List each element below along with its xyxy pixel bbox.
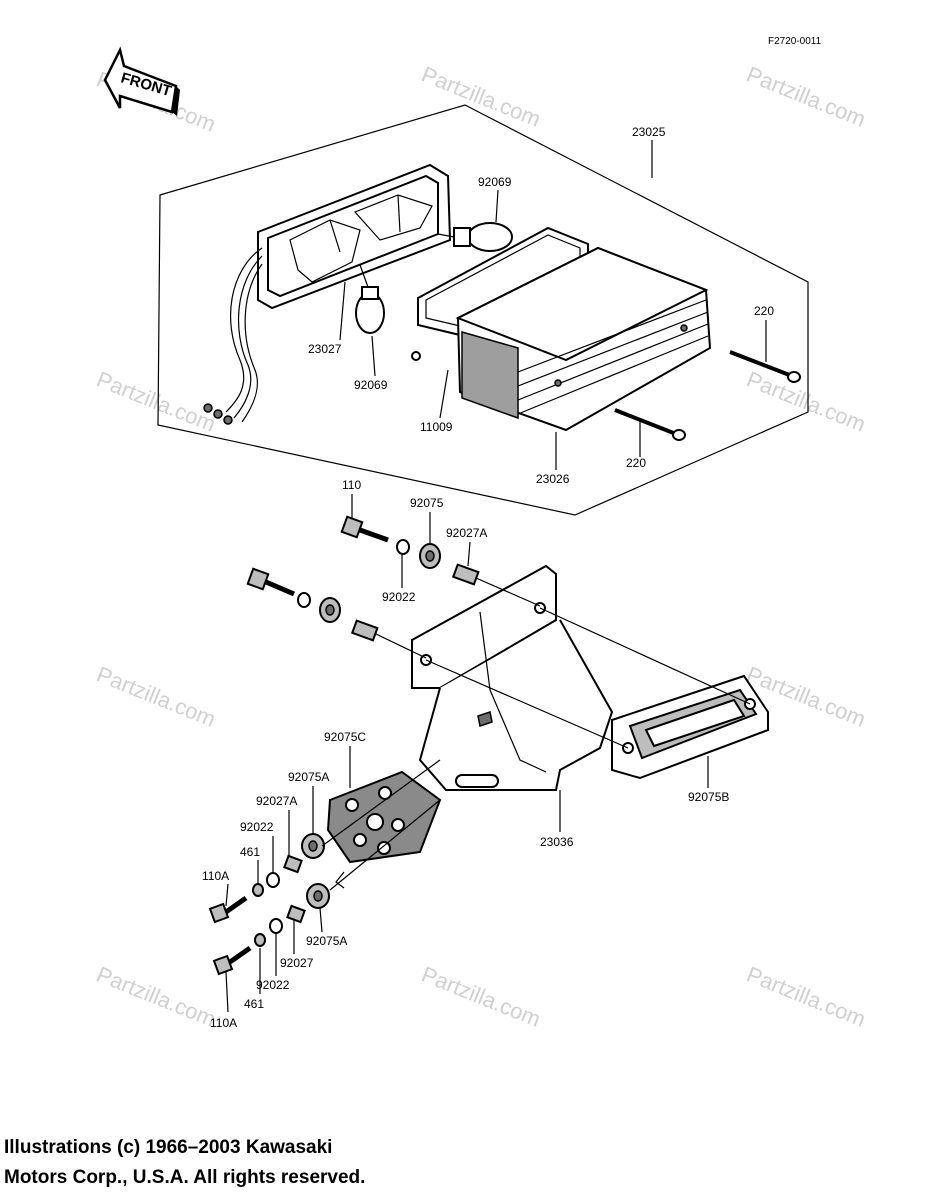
label-23027: 23027 bbox=[308, 342, 342, 356]
grommet-92075-upper bbox=[419, 543, 441, 569]
washer-92022-mid bbox=[266, 872, 280, 888]
washer-461-upper bbox=[252, 883, 264, 897]
bolt-110 bbox=[340, 515, 389, 543]
assembly-outline-23025 bbox=[157, 104, 809, 516]
watermark: Partzilla.com bbox=[93, 961, 219, 1031]
bolt-unlabeled bbox=[246, 567, 295, 597]
label-92022-bottom: 92022 bbox=[256, 978, 290, 992]
label-23026: 23026 bbox=[536, 472, 570, 486]
label-220-bottom: 220 bbox=[626, 456, 646, 470]
bulb-92069-upper bbox=[437, 222, 513, 252]
label-23036: 23036 bbox=[540, 835, 574, 849]
copyright-line-2: Motors Corp., U.S.A. All rights reserved… bbox=[4, 1167, 366, 1188]
collar-92027A-lower bbox=[283, 854, 303, 874]
collar-unlabeled bbox=[350, 619, 379, 642]
label-92069-bottom: 92069 bbox=[354, 378, 388, 392]
label-92075C: 92075C bbox=[324, 730, 366, 744]
collar-92027 bbox=[286, 904, 306, 924]
rubber-pad-92075C bbox=[326, 770, 442, 864]
washer-461-lower bbox=[254, 933, 266, 947]
grommet-92075A-upper bbox=[301, 833, 325, 859]
bracket-23036 bbox=[411, 564, 614, 791]
label-461-top: 461 bbox=[240, 845, 260, 859]
watermark: Partzilla.com bbox=[743, 366, 869, 436]
washer-92022-upper bbox=[396, 539, 410, 555]
watermark: Partzilla.com bbox=[418, 961, 544, 1031]
label-110: 110 bbox=[342, 478, 361, 492]
washer-unlabeled bbox=[297, 592, 311, 608]
watermark: Partzilla.com bbox=[418, 61, 544, 131]
label-92075A-bottom: 92075A bbox=[306, 934, 347, 948]
label-92075A-top: 92075A bbox=[288, 770, 329, 784]
label-110A-top: 110A bbox=[202, 869, 229, 883]
grommet-unlabeled bbox=[319, 597, 341, 623]
lens-23026 bbox=[455, 246, 712, 432]
diagram-code: F2720-0011 bbox=[768, 36, 822, 47]
label-110A-bottom: 110A bbox=[210, 1016, 237, 1030]
label-92075: 92075 bbox=[410, 496, 444, 510]
washer-92022-lower bbox=[269, 918, 283, 934]
watermarks: Partzilla.com Partzilla.com Partzilla.co… bbox=[93, 61, 869, 1031]
label-92022-mid: 92022 bbox=[240, 820, 274, 834]
label-92075B: 92075B bbox=[688, 790, 729, 804]
copyright-line-1: Illustrations (c) 1966–2003 Kawasaki bbox=[4, 1137, 333, 1158]
label-92027A-left: 92027A bbox=[256, 794, 297, 808]
front-arrow-icon: FRONT bbox=[103, 46, 180, 116]
label-11009: 11009 bbox=[420, 420, 453, 434]
label-92027A: 92027A bbox=[446, 526, 487, 540]
bolt-110A-upper bbox=[208, 895, 248, 924]
watermark: Partzilla.com bbox=[93, 366, 219, 436]
bulb-92069-lower bbox=[355, 264, 385, 334]
reflector bbox=[461, 331, 519, 420]
watermark: Partzilla.com bbox=[743, 961, 869, 1031]
part-labels: 23025 92069 23027 92069 11009 23026 220 … bbox=[202, 125, 774, 1030]
alignment-lines bbox=[321, 577, 751, 891]
leader-lines bbox=[225, 140, 767, 1013]
watermark: Partzilla.com bbox=[93, 661, 219, 731]
label-461-bottom: 461 bbox=[244, 997, 264, 1011]
watermark: Partzilla.com bbox=[743, 61, 869, 131]
label-92027: 92027 bbox=[280, 956, 314, 970]
bolt-110A-lower bbox=[212, 945, 252, 976]
license-lamp-92075B bbox=[611, 674, 769, 780]
grommet-92075A-lower bbox=[306, 883, 330, 909]
label-23025: 23025 bbox=[632, 125, 666, 139]
collar-92027A-upper bbox=[451, 563, 480, 586]
lamp-housing-23027 bbox=[203, 163, 452, 425]
screw-220-lower bbox=[614, 408, 686, 441]
copyright-notice: Illustrations (c) 1966–2003 Kawasaki Mot… bbox=[4, 1133, 365, 1193]
label-92022-top: 92022 bbox=[382, 590, 416, 604]
label-92069-top: 92069 bbox=[478, 175, 512, 189]
label-220-top: 220 bbox=[754, 304, 774, 318]
screw-220-upper bbox=[729, 350, 801, 383]
